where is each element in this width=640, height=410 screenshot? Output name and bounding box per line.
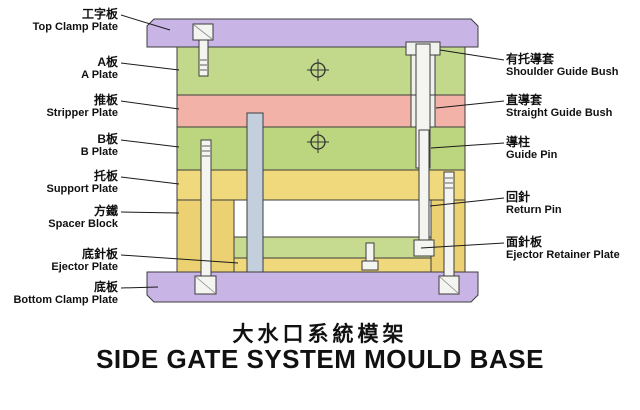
label-ejector-retainer-plate-cn: 面針板	[506, 235, 543, 249]
ejector-plate	[233, 257, 432, 273]
label-b-plate: B板 B Plate	[0, 133, 118, 159]
leader-b-plate	[120, 139, 180, 148]
support-plate	[176, 169, 466, 201]
top-screw-shaft	[198, 39, 209, 77]
leader-shoulder-guide-bush	[439, 49, 505, 61]
thread-marks	[445, 177, 453, 189]
label-top-clamp-plate: 工字板 Top Clamp Plate	[0, 8, 118, 34]
hatch-line	[439, 276, 459, 294]
label-return-pin-en: Return Pin	[506, 204, 562, 216]
leader-return-pin	[429, 197, 505, 207]
return-pin	[413, 129, 435, 257]
label-guide-pin-cn: 導柱	[506, 135, 531, 149]
leader-stripper-plate	[120, 100, 180, 110]
label-ejector-plate: 底針板 Ejector Plate	[0, 248, 118, 274]
title-chinese: 大水口系統模架	[232, 323, 408, 346]
top-cap-screw	[192, 23, 214, 77]
label-a-plate: A板 A Plate	[0, 56, 118, 82]
label-stripper-plate: 推板 Stripper Plate	[0, 94, 118, 120]
label-stripper-plate-cn: 推板	[93, 93, 118, 107]
label-return-pin: 回針 Return Pin	[506, 191, 640, 217]
label-straight-guide-bush: 直導套 Straight Guide Bush	[506, 94, 640, 120]
ejector-retainer-plate	[233, 236, 432, 259]
label-shoulder-guide-bush-en: Shoulder Guide Bush	[506, 66, 619, 78]
label-support-plate-en: Support Plate	[46, 183, 118, 195]
label-straight-guide-bush-cn: 直導套	[506, 93, 543, 107]
label-stripper-plate-en: Stripper Plate	[46, 107, 118, 119]
label-return-pin-cn: 回針	[506, 190, 531, 204]
label-straight-guide-bush-en: Straight Guide Bush	[506, 107, 613, 119]
label-ejector-plate-en: Ejector Plate	[51, 261, 118, 273]
label-bottom-clamp-plate-cn: 底板	[93, 280, 118, 294]
label-spacer-block: 方鐵 Spacer Block	[0, 205, 118, 231]
label-top-clamp-plate-cn: 工字板	[81, 7, 118, 21]
leader-lines-left	[120, 14, 239, 289]
leader-ejector-retainer-plate	[420, 242, 505, 249]
center-mark-b-plate	[307, 131, 329, 153]
label-ejector-plate-cn: 底針板	[81, 247, 118, 261]
retainer-screw-shaft	[365, 242, 375, 263]
hatch-line	[195, 276, 216, 294]
center-pillar	[246, 112, 264, 273]
label-guide-pin-en: Guide Pin	[506, 149, 558, 161]
leader-ejector-plate	[120, 254, 239, 264]
label-b-plate-cn: B板	[97, 132, 118, 146]
label-shoulder-guide-bush: 有托導套 Shoulder Guide Bush	[506, 53, 640, 79]
label-spacer-block-en: Spacer Block	[48, 218, 118, 230]
top-clamp-plate	[146, 18, 479, 48]
label-guide-pin: 導柱 Guide Pin	[506, 136, 640, 162]
label-spacer-block-cn: 方鐵	[93, 204, 118, 218]
bottom-clamp-plate	[146, 271, 479, 303]
retainer-screw	[361, 242, 379, 271]
label-ejector-retainer-plate-en: Ejector Retainer Plate	[506, 249, 620, 261]
leader-spacer-block	[120, 211, 180, 214]
thread-marks	[202, 145, 210, 157]
center-mark-a-plate	[307, 59, 329, 81]
hatch-line	[193, 24, 213, 40]
leader-support-plate	[120, 176, 180, 185]
label-shoulder-guide-bush-cn: 有托導套	[506, 52, 555, 66]
label-support-plate-cn: 托板	[93, 169, 118, 183]
leader-guide-pin	[430, 142, 505, 149]
leader-straight-guide-bush	[435, 100, 505, 109]
label-top-clamp-plate-en: Top Clamp Plate	[32, 21, 118, 33]
retainer-screw-head	[361, 260, 379, 271]
return-pin-shaft	[418, 129, 430, 241]
leader-lines-right	[420, 49, 505, 249]
label-bottom-clamp-plate-en: Bottom Clamp Plate	[13, 294, 118, 306]
title-english: SIDE GATE SYSTEM MOULD BASE	[96, 344, 544, 374]
leader-bottom-clamp-plate	[120, 286, 159, 289]
leader-top-clamp-plate	[120, 14, 171, 31]
label-support-plate: 托板 Support Plate	[0, 170, 118, 196]
thread-marks	[200, 59, 207, 71]
label-bottom-clamp-plate: 底板 Bottom Clamp Plate	[0, 281, 118, 307]
right-bolt	[438, 171, 460, 295]
label-ejector-retainer-plate: 面針板 Ejector Retainer Plate	[506, 236, 640, 262]
label-a-plate-cn: A板	[97, 55, 118, 69]
label-b-plate-en: B Plate	[80, 146, 118, 158]
label-a-plate-en: A Plate	[81, 69, 118, 81]
left-bolt	[194, 139, 217, 295]
left-bolt-shaft	[200, 139, 212, 277]
leader-a-plate	[120, 62, 180, 71]
